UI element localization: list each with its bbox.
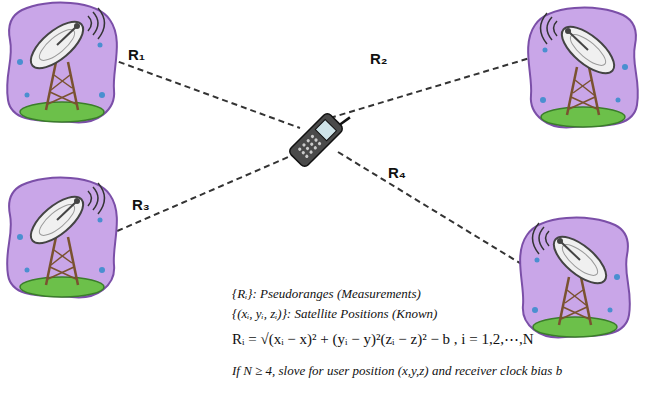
satellite-dish [520,218,630,338]
equation: Rᵢ = √(xᵢ − x)² + (yᵢ − y)²(zᵢ − z)² − b… [232,331,534,348]
range-line [330,58,530,118]
range-label: R₄ [386,164,408,181]
satellite-dish [528,8,638,128]
satellite-dish [7,3,117,123]
note-text: If N ≥ 4, slove for user position (x,y,z… [232,364,562,379]
range-lines [100,55,530,268]
range-line [100,55,300,128]
satellite-dish [7,178,117,298]
cell-phone [288,103,353,168]
note-text: {(xᵢ, yᵢ, zᵢ)}: Satellite Positions (Kno… [232,307,437,322]
range-line [108,155,293,235]
range-label: R₂ [368,50,390,67]
note-text: {Rᵢ}: Pseudoranges (Measurements) [232,287,421,302]
range-label: R₃ [130,196,152,213]
range-label: R₁ [126,46,147,63]
range-line [338,152,528,268]
